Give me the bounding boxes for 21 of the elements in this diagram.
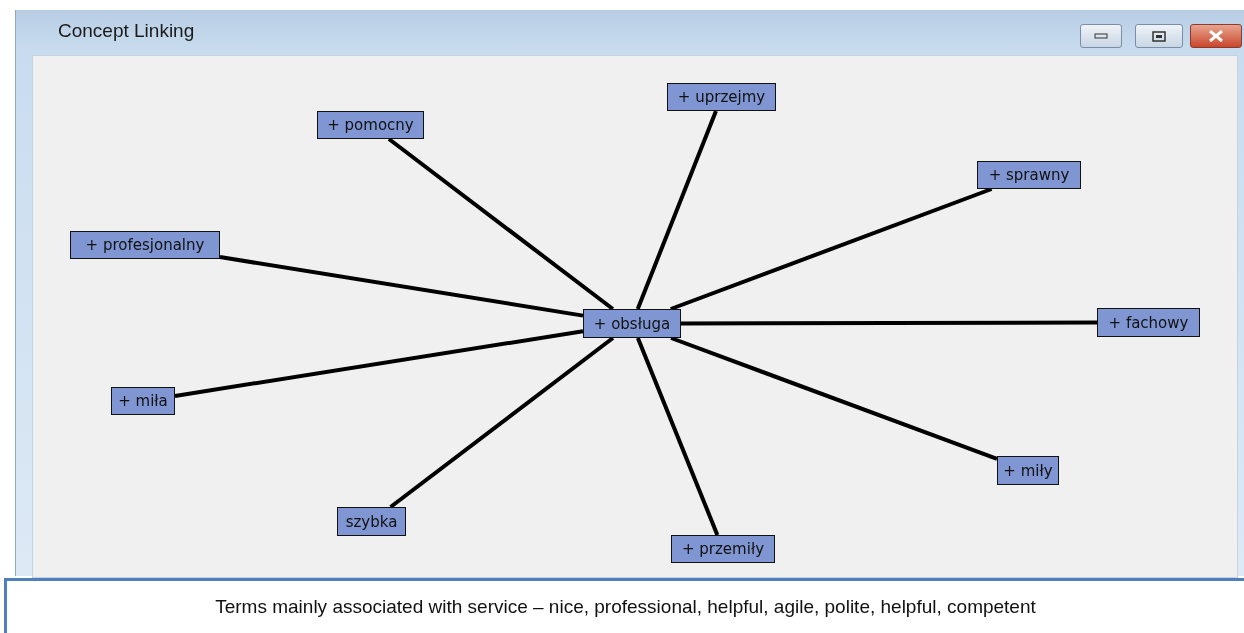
connector-line (389, 336, 615, 509)
connector-line (670, 187, 993, 311)
concept-box: + miły (997, 456, 1059, 485)
concept-box: + fachowy (1097, 308, 1200, 337)
concept-box: + sprawny (977, 161, 1081, 189)
concept-box: + uprzejmy (667, 83, 776, 111)
concept-box: + profesjonalny (70, 231, 220, 259)
concept-box: + przemiły (671, 535, 775, 563)
caption: Terms mainly associated with service – nice, professional, helpful, agile, polite, helpful, competent (4, 578, 1244, 633)
concept-box: szybka (337, 507, 406, 536)
connector-line (387, 137, 615, 311)
concept-box: + miła (111, 387, 175, 415)
window-title: Concept Linking (58, 20, 195, 42)
concept-box: + obsługa (583, 309, 681, 338)
connector-line (174, 329, 584, 398)
connector-line (681, 320, 1097, 326)
connector-line (635, 110, 718, 310)
connector-line (636, 337, 720, 536)
concept-box: + pomocny (317, 111, 424, 139)
connector-line (219, 255, 584, 318)
connector-line (670, 336, 998, 461)
